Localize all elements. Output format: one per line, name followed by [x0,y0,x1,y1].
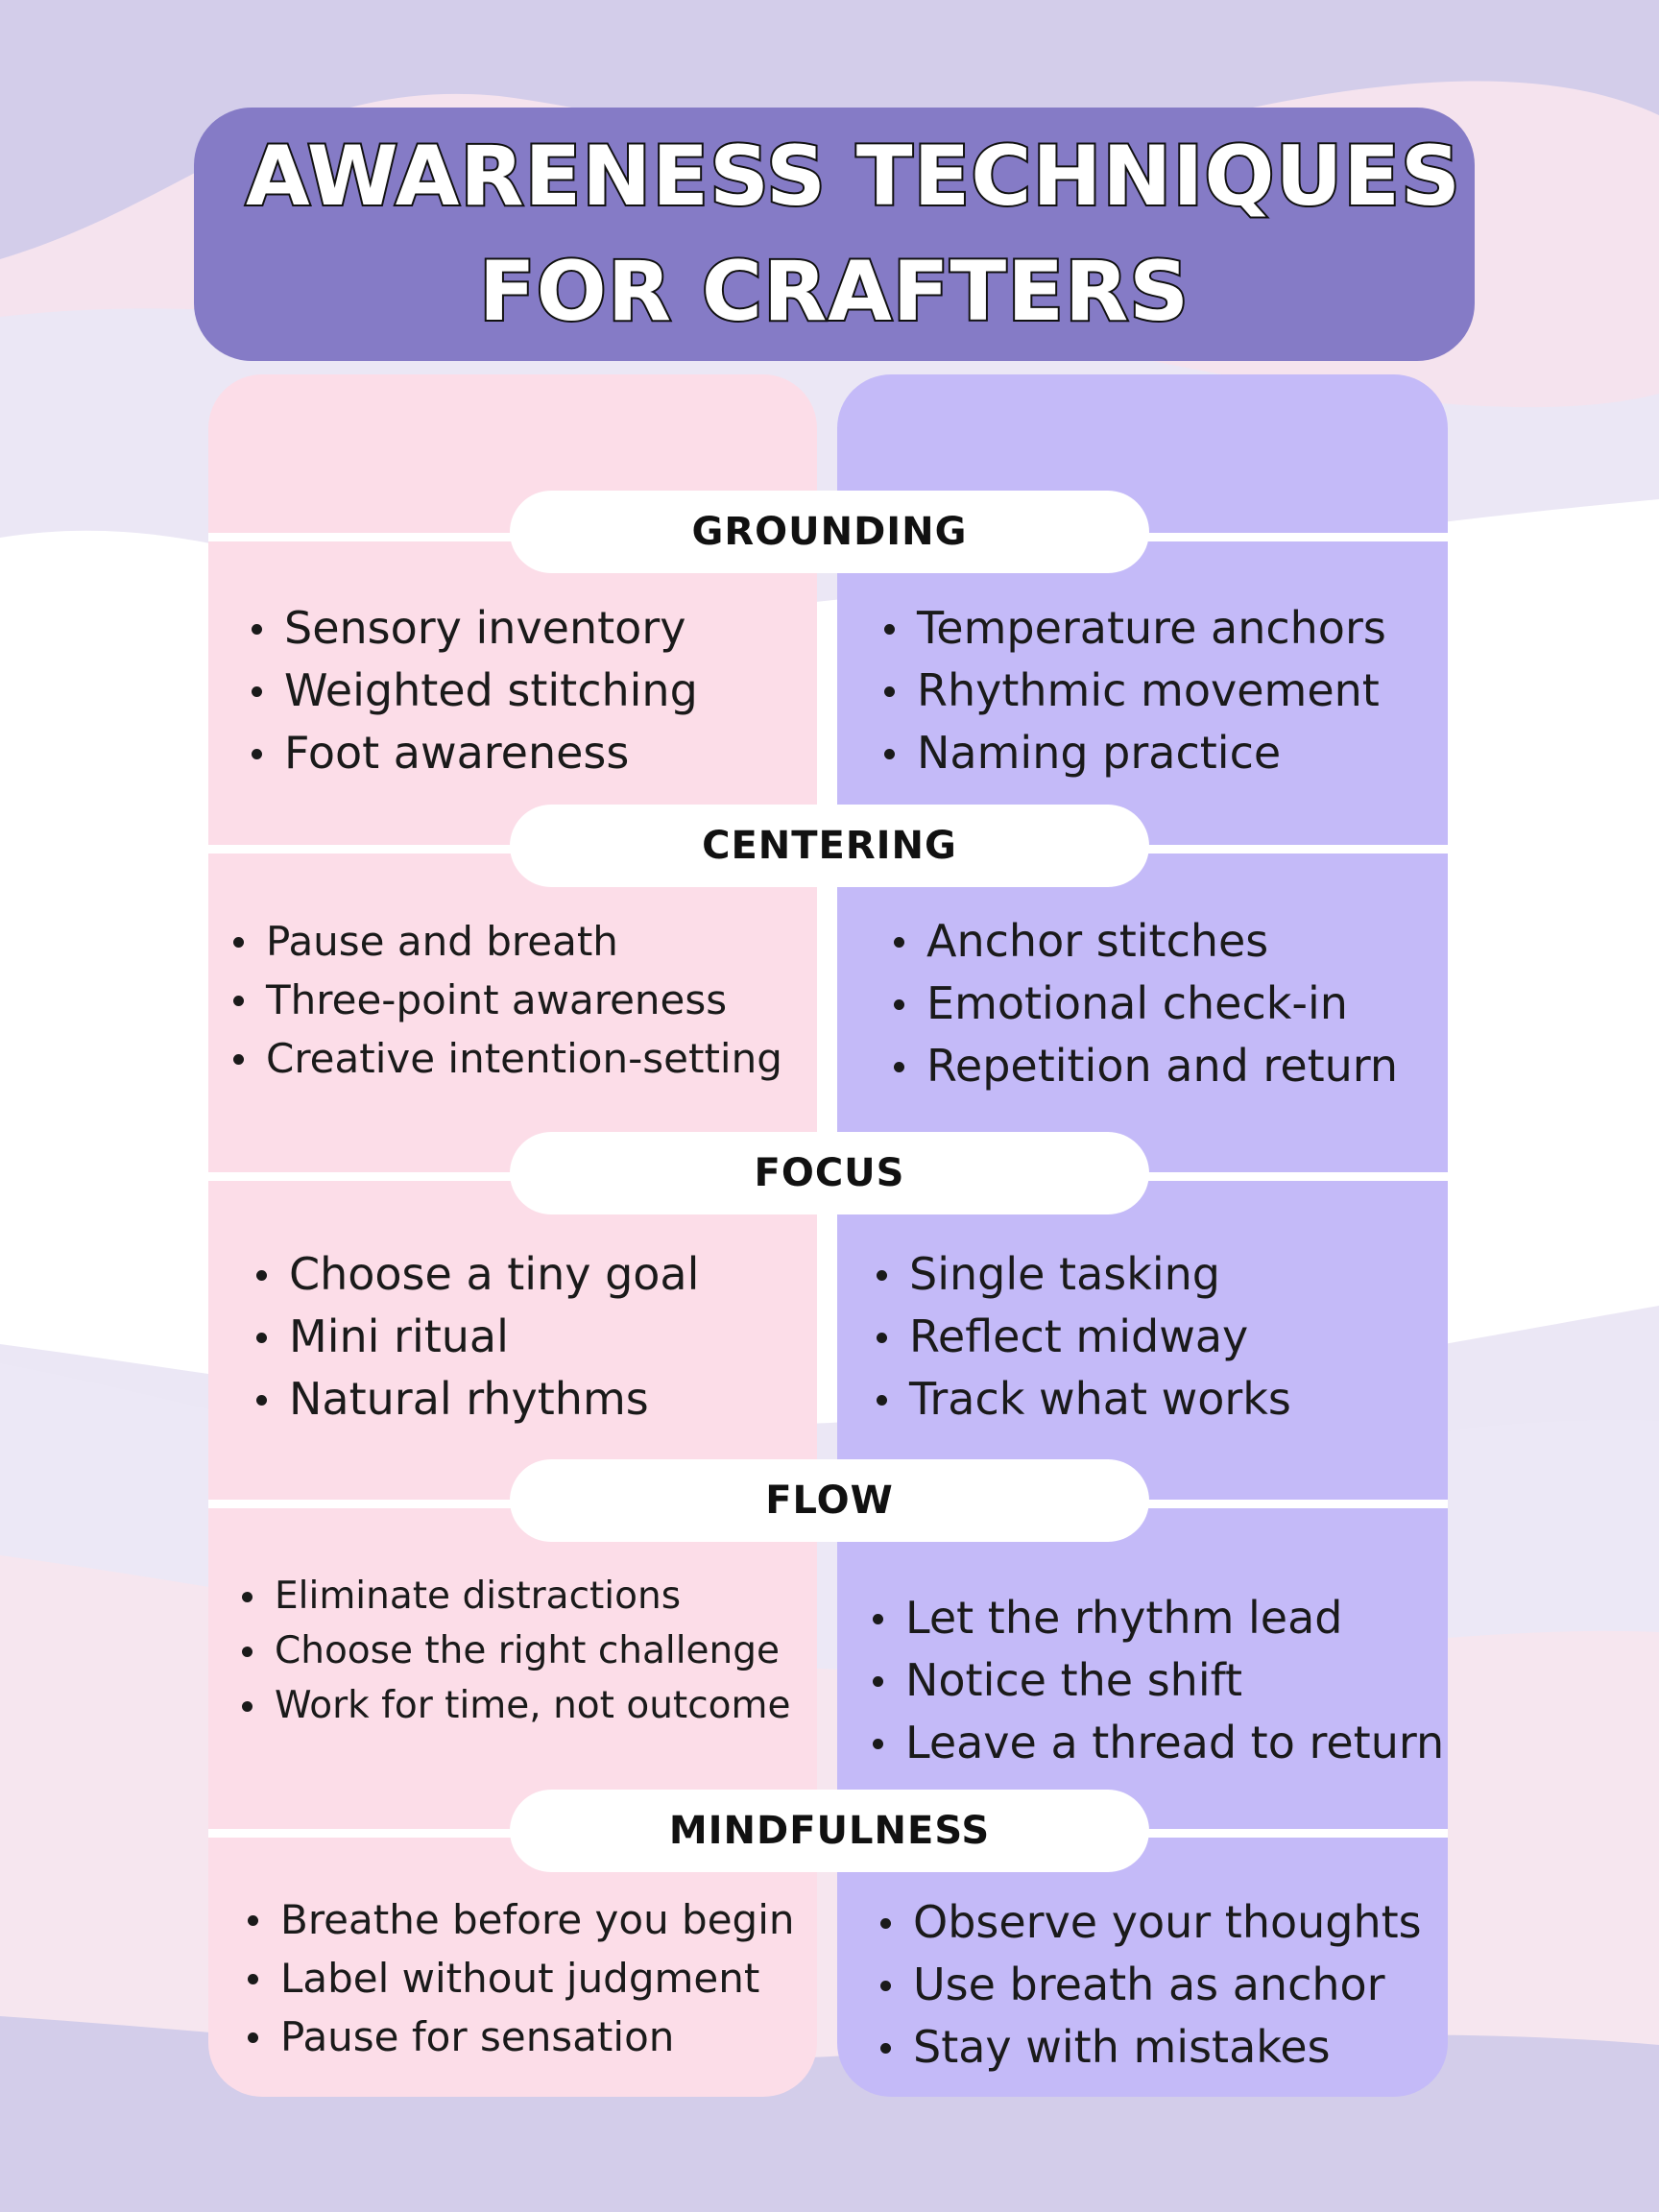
page-title-line-2: FOR CRAFTERS [477,242,1190,342]
mindfulness-left-list: Breathe before you begin Label without j… [242,1890,795,2066]
section-pill-grounding: GROUNDING [510,491,1149,573]
list-item: Single tasking [871,1243,1291,1306]
flow-right-list: Let the rhythm lead Notice the shift Lea… [867,1587,1444,1774]
grounding-left-list: Sensory inventory Weighted stitching Foo… [246,597,698,784]
section-pill-centering: CENTERING [510,805,1149,887]
section-heading-grounding: GROUNDING [691,510,968,554]
list-item: Use breath as anchor [875,1954,1422,2016]
flow-left-list: Eliminate distractions Choose the right … [236,1569,791,1733]
list-item: Rhythmic movement [878,660,1386,722]
focus-right-list: Single tasking Reflect midway Track what… [871,1243,1291,1431]
list-item: Mini ritual [251,1306,699,1368]
mindfulness-right-list: Observe your thoughts Use breath as anch… [875,1891,1422,2079]
list-item: Leave a thread to return [867,1712,1444,1774]
list-item: Sensory inventory [246,597,698,660]
list-item: Three-point awareness [228,971,782,1029]
list-item: Work for time, not outcome [236,1678,791,1733]
focus-left-list: Choose a tiny goal Mini ritual Natural r… [251,1243,699,1431]
section-heading-centering: CENTERING [702,824,957,868]
list-item: Emotional check-in [888,973,1398,1035]
centering-left-list: Pause and breath Three-point awareness C… [228,912,782,1088]
list-item: Eliminate distractions [236,1569,791,1623]
list-item: Reflect midway [871,1306,1291,1368]
list-item: Naming practice [878,722,1386,784]
list-item: Stay with mistakes [875,2016,1422,2079]
section-pill-flow: FLOW [510,1459,1149,1542]
list-item: Let the rhythm lead [867,1587,1444,1649]
list-item: Repetition and return [888,1035,1398,1097]
list-item: Label without judgment [242,1949,795,2008]
list-item: Natural rhythms [251,1368,699,1431]
centering-right-list: Anchor stitches Emotional check-in Repet… [888,910,1398,1097]
list-item: Anchor stitches [888,910,1398,973]
list-item: Pause and breath [228,912,782,971]
page-title-line-1: AWARENESS TECHNIQUES [244,127,1462,227]
list-item: Pause for sensation [242,2008,795,2066]
list-item: Creative intention-setting [228,1029,782,1088]
title-banner: AWARENESS TECHNIQUES FOR CRAFTERS [194,108,1475,361]
list-item: Weighted stitching [246,660,698,722]
section-pill-focus: FOCUS [510,1132,1149,1214]
list-item: Observe your thoughts [875,1891,1422,1954]
section-heading-focus: FOCUS [754,1151,905,1195]
list-item: Track what works [871,1368,1291,1431]
list-item: Foot awareness [246,722,698,784]
list-item: Notice the shift [867,1649,1444,1712]
list-item: Choose a tiny goal [251,1243,699,1306]
list-item: Choose the right challenge [236,1623,791,1678]
list-item: Breathe before you begin [242,1890,795,1949]
list-item: Temperature anchors [878,597,1386,660]
grounding-right-list: Temperature anchors Rhythmic movement Na… [878,597,1386,784]
section-pill-mindfulness: MINDFULNESS [510,1790,1149,1872]
section-heading-flow: FLOW [765,1479,894,1523]
section-heading-mindfulness: MINDFULNESS [668,1809,991,1853]
